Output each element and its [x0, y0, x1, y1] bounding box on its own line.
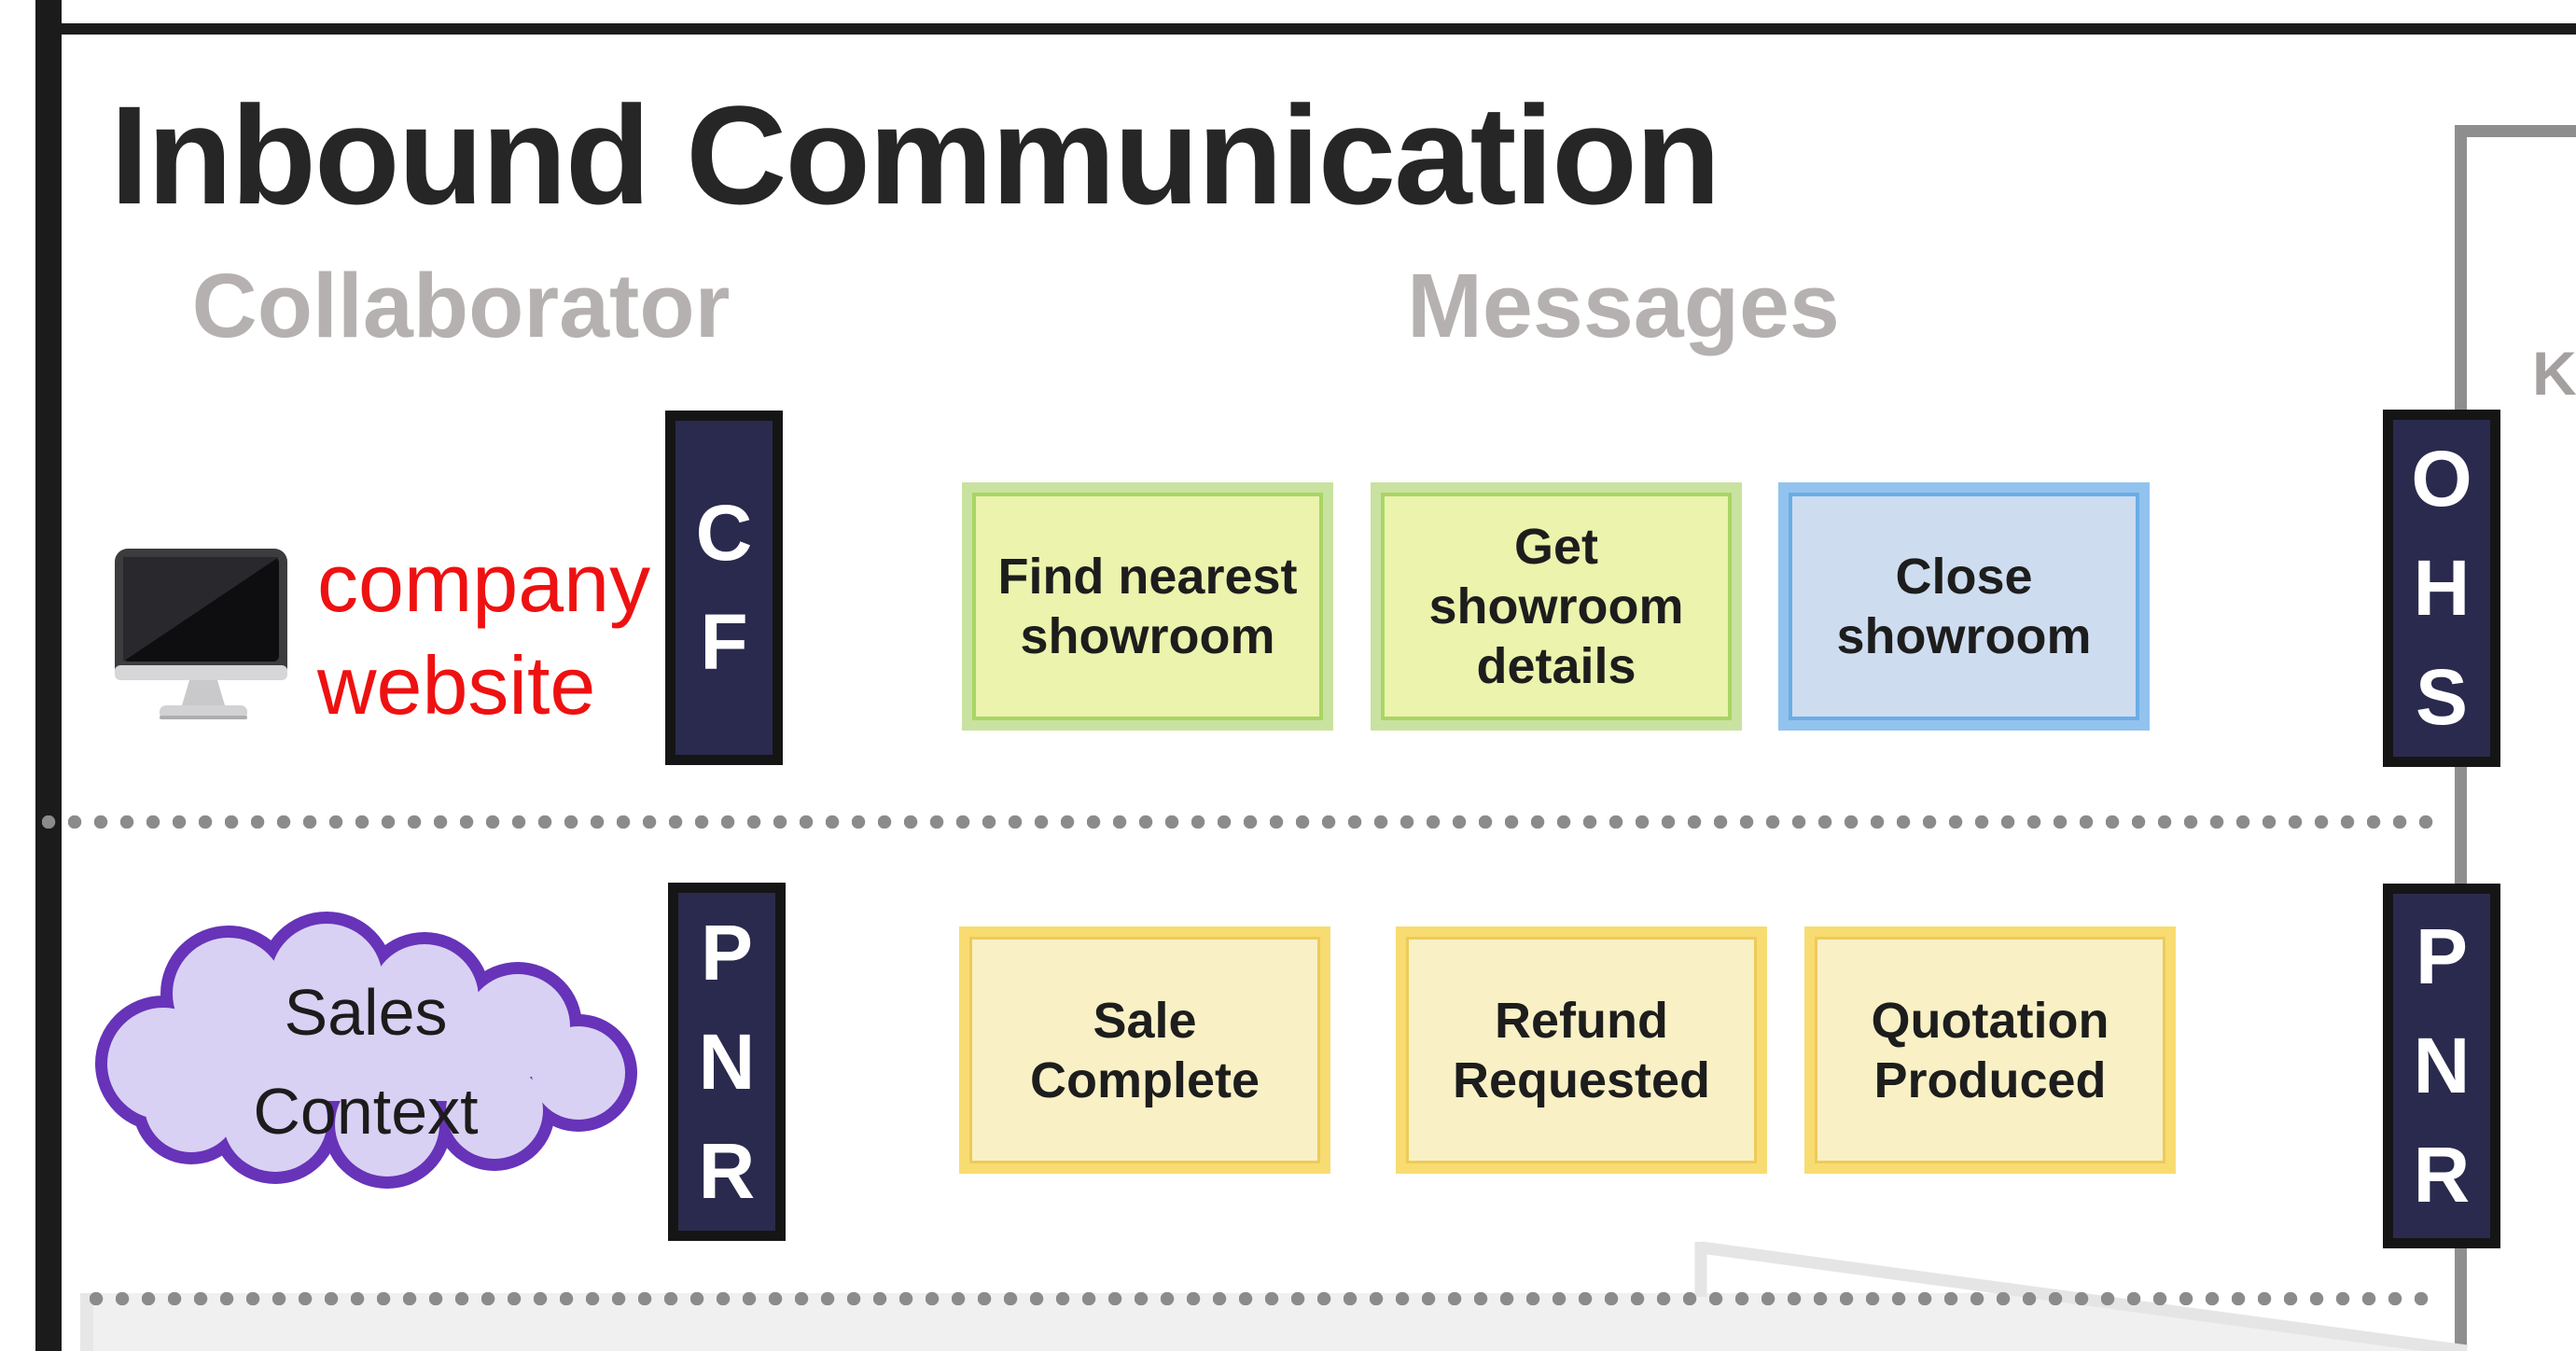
stack-letter: N	[2413, 1022, 2471, 1109]
cloud-label-line1: Sales	[284, 976, 448, 1049]
stack-letter: R	[2413, 1131, 2471, 1219]
message-label: Get showroom details	[1428, 519, 1684, 694]
collaborator-company-website-label: company website	[317, 532, 650, 737]
lane-separator-dotted-2	[90, 1292, 2441, 1305]
message-box-quotation-produced[interactable]: Quotation Produced	[1804, 926, 2176, 1174]
column-header-collaborator: Collaborator	[191, 255, 731, 356]
stack-letter: C	[695, 489, 753, 577]
stack-letter: H	[2413, 544, 2471, 632]
message-label: Find nearest showroom	[997, 549, 1298, 664]
message-box-find-nearest-showroom[interactable]: Find nearest showroom	[962, 482, 1333, 731]
lane-separator-dotted-1	[42, 815, 2440, 829]
website-label-line1: company	[317, 536, 651, 629]
stack-letter: P	[2415, 912, 2469, 1000]
pool-left-border	[35, 0, 62, 1351]
message-box-close-showroom[interactable]: Close showroom	[1778, 482, 2150, 731]
stack-letter: N	[698, 1017, 756, 1106]
lane-stack-pnr-right[interactable]: P N R	[2383, 884, 2500, 1248]
lane-stack-pnr-left[interactable]: P N R	[668, 883, 786, 1241]
cloud-label-line2: Context	[253, 1075, 479, 1148]
message-label: Quotation Produced	[1871, 992, 2110, 1108]
message-label: Refund Requested	[1452, 992, 1711, 1108]
bottom-lane-shapes	[80, 1241, 2471, 1351]
stack-letter: R	[698, 1126, 756, 1215]
clipped-right-label: K	[2532, 339, 2576, 408]
pool-top-border	[35, 23, 2576, 35]
page-title: Inbound Communication	[110, 77, 1720, 233]
lane-stack-ohs[interactable]: O H S	[2383, 410, 2500, 767]
message-box-refund-requested[interactable]: Refund Requested	[1396, 926, 1767, 1174]
column-header-messages: Messages	[1407, 255, 1840, 356]
message-box-sale-complete[interactable]: Sale Complete	[959, 926, 1330, 1174]
cloud-shape[interactable]	[56, 900, 672, 1208]
website-label-line2: website	[317, 639, 596, 731]
stack-letter: P	[700, 908, 754, 996]
message-box-get-showroom-details[interactable]: Get showroom details	[1371, 482, 1742, 731]
message-label: Close showroom	[1836, 549, 2092, 664]
stack-letter: F	[700, 598, 748, 686]
lane-stack-cf[interactable]: C F	[665, 411, 783, 765]
message-label: Sale Complete	[1029, 992, 1260, 1108]
stack-letter: S	[2415, 653, 2469, 741]
collaborator-sales-context-label: Sales Context	[179, 963, 552, 1161]
desktop-computer-icon	[115, 549, 287, 719]
stack-letter: O	[2411, 435, 2472, 522]
connector-line-horizontal	[2455, 125, 2576, 137]
